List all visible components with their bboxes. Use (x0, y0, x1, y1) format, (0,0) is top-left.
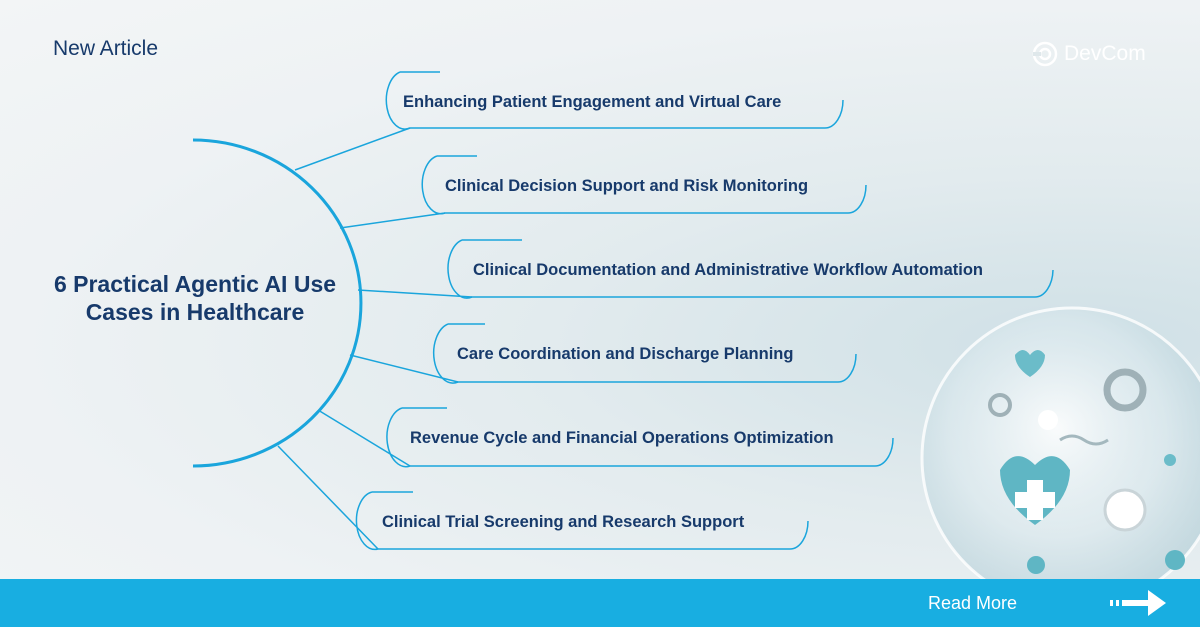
new-article-label: New Article (53, 37, 159, 60)
footer-bar: Read More (0, 579, 1200, 627)
read-more-link[interactable]: Read More (928, 593, 1018, 613)
hub-arc (192, 138, 363, 468)
devcom-logo-icon (1032, 41, 1058, 67)
use-case-item-2: Clinical Decision Support and Risk Monit… (445, 176, 809, 195)
devcom-logo[interactable]: DevCom (1032, 41, 1146, 67)
use-case-item-6: Clinical Trial Screening and Research Su… (382, 512, 745, 531)
use-case-item-3: Clinical Documentation and Administrativ… (473, 260, 984, 279)
use-case-item-4: Care Coordination and Discharge Planning (457, 344, 794, 363)
arrow-right-icon[interactable] (1108, 587, 1170, 619)
brand-name: DevCom (1064, 42, 1146, 65)
use-case-item-1: Enhancing Patient Engagement and Virtual… (403, 92, 782, 111)
use-case-item-5: Revenue Cycle and Financial Operations O… (410, 428, 834, 447)
article-title: 6 Practical Agentic AI Use Cases in Heal… (53, 271, 337, 325)
